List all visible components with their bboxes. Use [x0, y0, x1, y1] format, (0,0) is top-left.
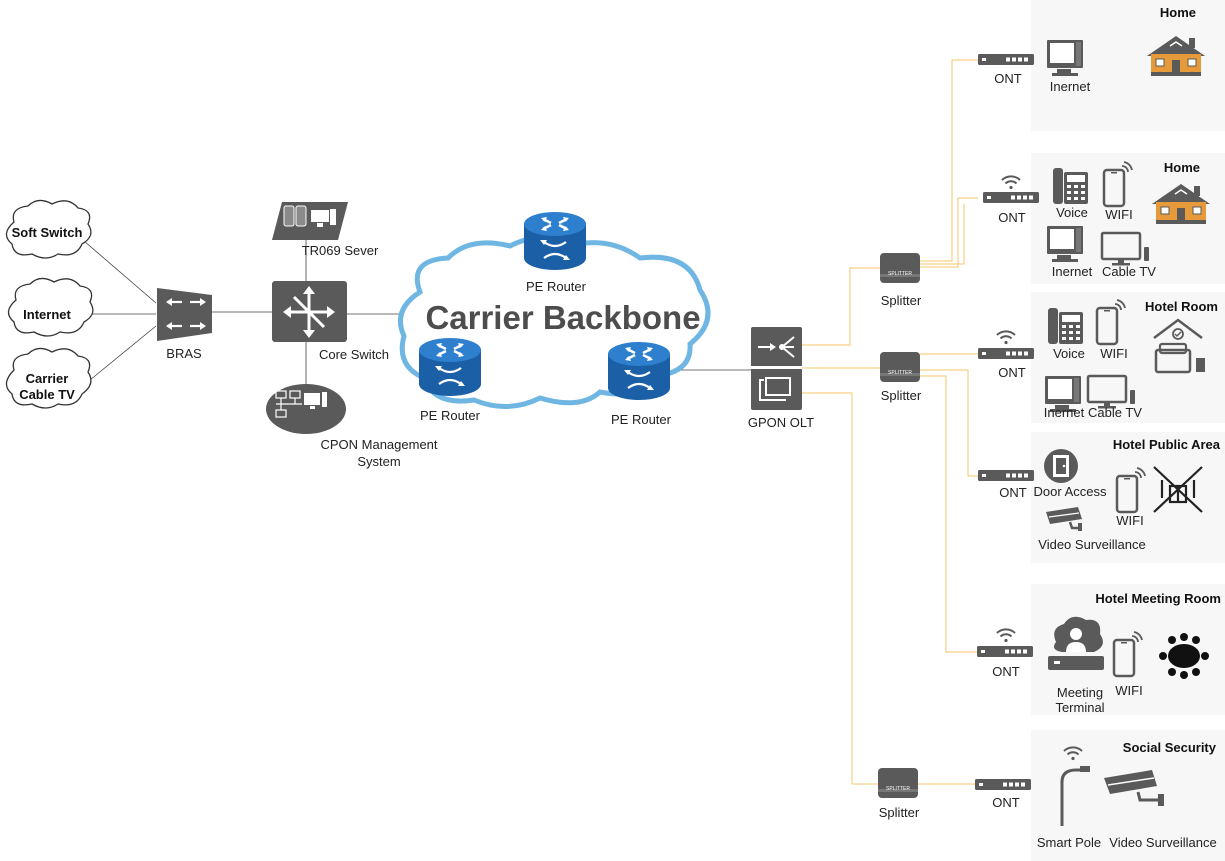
hotel-room-internet-label: Inernet [1044, 405, 1085, 420]
smart-pole-icon [1060, 746, 1090, 826]
meeting-terminal-label-2: Terminal [1055, 700, 1104, 715]
splitter-2-label: Splitter [881, 388, 922, 403]
wifi-icon [996, 628, 1016, 644]
source-soft-switch: Soft Switch [5, 199, 92, 259]
zone-social-security-content: Social Security ONT Smart Pole Video Sur… [975, 740, 1217, 850]
cable-tv-label-1: Carrier [26, 371, 69, 386]
home-2-internet-label: Inernet [1052, 264, 1093, 279]
home-1-internet-label: Inernet [1050, 79, 1091, 94]
pe-router-right-label: PE Router [611, 412, 672, 427]
cpon-management-system: CPON Management System [266, 384, 438, 469]
home-1-ont-device [978, 54, 1034, 65]
gpon-olt-label: GPON OLT [748, 415, 814, 430]
core-switch: Core Switch [272, 281, 389, 362]
hotel-public-ont-label: ONT [999, 485, 1027, 500]
cpon-label-2: System [357, 454, 400, 469]
tr069-label: TR069 Sever [302, 243, 379, 258]
wifi-icon [1001, 175, 1021, 191]
splitter-2: Splitter [880, 352, 922, 403]
home-1-title: Home [1160, 5, 1196, 20]
hotel-room-ont-device [978, 348, 1034, 359]
bras-label: BRAS [166, 346, 202, 361]
source-carrier-cable-tv: Carrier Cable TV [5, 347, 92, 409]
hotel-room-title: Hotel Room [1145, 299, 1218, 314]
home-2-ont-label: ONT [998, 210, 1026, 225]
pe-router-left-label: PE Router [420, 408, 481, 423]
zone-meeting-room-content: Hotel Meeting Room ONT Meeting Terminal … [977, 591, 1221, 715]
hotel-public-wifi-label: WIFI [1116, 513, 1143, 528]
tr069-server: TR069 Sever [272, 202, 379, 258]
hotel-room-ont-label: ONT [998, 365, 1026, 380]
zone-home-1-content: Home ONT Inernet [978, 5, 1206, 94]
zone-home-2-content: Home ONT Voice WIFI Inernet Cable TV [983, 160, 1211, 279]
core-switch-label: Core Switch [319, 347, 389, 362]
home-2-wifi-label: WIFI [1105, 207, 1132, 222]
meeting-room-ont-label: ONT [992, 664, 1020, 679]
meeting-room-title: Hotel Meeting Room [1095, 591, 1221, 606]
meeting-terminal-icon [1048, 616, 1104, 670]
phone-icon [1048, 308, 1083, 344]
gpon-olt: GPON OLT [748, 327, 814, 430]
social-security-title: Social Security [1123, 740, 1217, 755]
source-internet: Internet [7, 277, 94, 337]
internet-label: Internet [23, 307, 71, 322]
door-access-label: Door Access [1034, 484, 1107, 499]
zone-hotel-public-content: Hotel Public Area ONT Door Access WIFI V… [978, 437, 1221, 552]
hotel-room-voice-label: Voice [1053, 346, 1085, 361]
bed-icon [1153, 318, 1205, 374]
wifi-icon [996, 330, 1016, 346]
meeting-room-wifi-label: WIFI [1115, 683, 1142, 698]
home-1-ont-label: ONT [994, 71, 1022, 86]
meeting-terminal-label-1: Meeting [1057, 685, 1103, 700]
hotel-public-ont-device [978, 470, 1034, 481]
pe-router-right: PE Router [606, 340, 672, 427]
phone-icon [1053, 168, 1088, 204]
cable-tv-label-2: Cable TV [19, 387, 75, 402]
splitter-3-label: Splitter [879, 805, 920, 820]
hotel-public-video-label: Video Surveillance [1038, 537, 1145, 552]
splitter-1: Splitter [880, 253, 922, 308]
splitter-1-label: Splitter [881, 293, 922, 308]
meeting-room-ont-device [977, 646, 1033, 657]
lobby-icon [1153, 466, 1203, 513]
zone-hotel-room-content: Hotel Room ONT Voice WIFI Inernet Cable … [978, 298, 1218, 420]
zone-backgrounds [1031, 0, 1225, 861]
pe-router-top: PE Router [522, 210, 588, 294]
home-2-ont-device [983, 192, 1039, 203]
door-access-icon [1044, 449, 1078, 483]
hotel-public-title: Hotel Public Area [1113, 437, 1221, 452]
social-ont-label: ONT [992, 795, 1020, 810]
home-2-voice-label: Voice [1056, 205, 1088, 220]
fiber-links [802, 59, 978, 785]
cpon-label-1: CPON Management [320, 437, 437, 452]
backbone-title: Carrier Backbone [425, 299, 700, 336]
smart-pole-label: Smart Pole [1037, 835, 1101, 850]
camera-icon [1104, 770, 1164, 806]
social-ont-device [975, 779, 1031, 790]
pe-router-top-label: PE Router [526, 279, 587, 294]
hotel-room-wifi-label: WIFI [1100, 346, 1127, 361]
splitter-3: Splitter [878, 768, 920, 820]
home-2-cabletv-label: Cable TV [1102, 264, 1156, 279]
hotel-room-cabletv-label: Cable TV [1088, 405, 1142, 420]
home-2-title: Home [1164, 160, 1200, 175]
conference-table-icon [1159, 633, 1209, 679]
camera-icon [1046, 507, 1082, 531]
pe-router-left: PE Router [417, 336, 483, 423]
social-video-label: Video Surveillance [1109, 835, 1216, 850]
bras-device: BRAS [157, 288, 212, 361]
copper-links [83, 238, 752, 384]
soft-switch-label: Soft Switch [12, 225, 83, 240]
